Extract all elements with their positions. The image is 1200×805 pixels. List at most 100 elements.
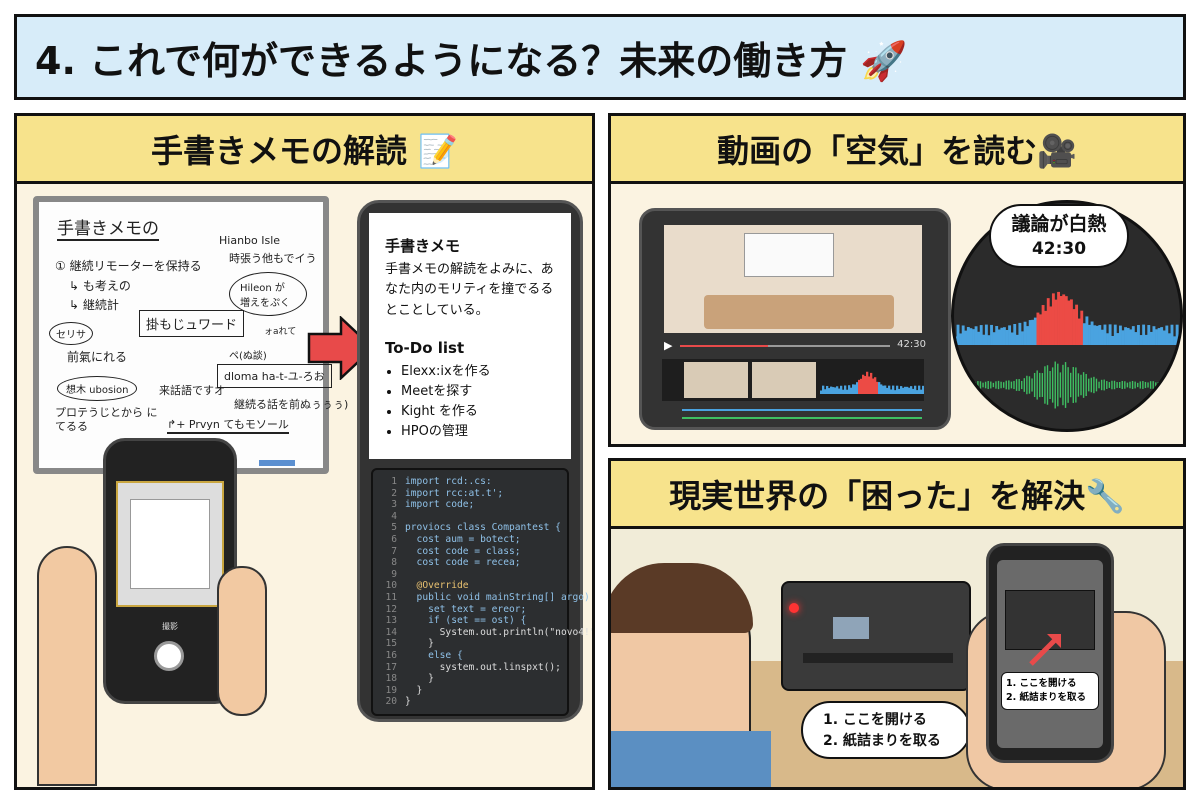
wb-text: ペ(ぬ談) [229, 351, 267, 362]
waveform-bar [1000, 327, 1004, 345]
panel-video: 動画の「空気」を読む🎥 ▶ 42:30 議論が白熱 42:30 [608, 113, 1186, 447]
waveform-bar [1175, 382, 1178, 388]
waveform-bar [836, 386, 839, 394]
waveform-bar [1085, 316, 1089, 345]
arrow-up-icon [1029, 634, 1061, 666]
waveform-bar [1031, 319, 1035, 345]
smartphone[interactable]: 撮影 [103, 438, 237, 704]
waveform-bar [1070, 372, 1072, 398]
wb-text: 時張う他もでイう [229, 252, 317, 265]
ar-camera-view: 1. ここを開ける 2. 紙詰まりを取る [997, 560, 1103, 748]
waveform-bar [1175, 324, 1179, 345]
printer[interactable] [781, 581, 971, 691]
waveform-bar [1108, 382, 1111, 388]
code-line: 13 if (set == ost) { [385, 615, 527, 627]
waveform-bar [1010, 381, 1013, 389]
waveform-bar [1075, 367, 1077, 403]
code-line: 20} [385, 696, 411, 708]
waveform-bar [974, 326, 978, 345]
waveform-bar [1155, 329, 1158, 345]
waveform-bar [856, 382, 859, 394]
code-line: 16 else { [385, 649, 463, 661]
waveform-bar [1103, 324, 1107, 345]
code-line: 8 cost code = recea; [391, 557, 521, 569]
waveform-bar [900, 386, 903, 394]
waveform-bar [1023, 378, 1025, 392]
waveform-bar [969, 381, 971, 389]
note-title: 手書きメモ [385, 237, 461, 255]
waveform-bar [866, 371, 869, 394]
play-icon[interactable]: ▶ [664, 339, 673, 352]
waveform-bar [1077, 318, 1081, 345]
waveform-bar [1072, 367, 1074, 403]
waveform-bar [826, 385, 829, 394]
code-line: 10 @Override [385, 580, 469, 592]
waveform-bar [1041, 373, 1044, 397]
waveform-bar [1026, 326, 1030, 345]
waveform-bar [1098, 381, 1100, 389]
waveform-bar [1044, 366, 1046, 404]
code-line: 11 public void mainString[] argo) { [385, 591, 595, 603]
waveform-bar [822, 385, 825, 394]
waveform-bar [979, 381, 982, 389]
todo-list: Elexx:ixを作る Meetを探す Kight を作る HPOの管理 [385, 362, 555, 443]
waveform-bar [1108, 324, 1112, 345]
code-line: 4 [391, 510, 397, 522]
waveform-bar [956, 324, 960, 345]
waveform-bar [1067, 300, 1071, 345]
waveform-bar [890, 389, 893, 394]
code-line: 17 system.out.linspxt(); [385, 661, 561, 673]
progress-bar[interactable] [680, 345, 890, 347]
waveform-bar [1088, 378, 1090, 392]
timeline-track[interactable] [662, 359, 924, 401]
waveform-bar [1028, 320, 1032, 345]
shutter-button[interactable] [154, 641, 184, 671]
wb-text: ↳ も考えの [69, 279, 131, 293]
waveform-bar [1106, 333, 1109, 345]
waveform-bar [1062, 364, 1064, 406]
waveform-bar [830, 386, 833, 394]
waveform-bar [1167, 333, 1171, 345]
waveform-bar [959, 333, 963, 345]
waveform-bar [1018, 379, 1020, 391]
waveform-bar [1021, 380, 1023, 390]
waveform-bar [1178, 333, 1180, 345]
waveform-bar [844, 385, 847, 394]
waveform-bar [1152, 381, 1154, 389]
code-line: 18 } [385, 673, 434, 685]
panel-header: 動画の「空気」を読む🎥 [611, 116, 1183, 184]
meeting-video[interactable] [664, 225, 922, 333]
waveform-bar [961, 325, 965, 345]
waveform-bar [1121, 380, 1123, 390]
waveform-bar [1036, 312, 1040, 345]
hand [37, 546, 97, 786]
waveform-bar [995, 326, 999, 345]
waveform-bar [1090, 321, 1094, 345]
waveform-bar [974, 382, 977, 388]
waveform-bar [914, 385, 917, 394]
waveform-bar [1160, 327, 1164, 345]
waveform-bar [1162, 381, 1165, 389]
waveform-bar [1049, 370, 1051, 400]
waveform-bar [1095, 378, 1098, 392]
thumbnail [752, 362, 816, 398]
waveform-bar [868, 376, 871, 394]
waveform-bar [1021, 331, 1024, 345]
panel-header: 現実世界の「困った」を解決🔧 [611, 461, 1183, 529]
audio-track [682, 409, 922, 411]
waveform-bar [1162, 330, 1166, 345]
waveform-bar [1031, 378, 1033, 392]
waveform-bar [984, 381, 987, 389]
waveform-bar [1152, 326, 1156, 345]
waveform-bar [1026, 375, 1028, 395]
waveform-bar [832, 387, 835, 394]
wb-text: 来話語ですオ [159, 384, 225, 397]
waveform-bar [850, 387, 853, 394]
waveform-bar [898, 388, 901, 394]
waveform-bar [858, 379, 861, 394]
waveform-bar [1144, 334, 1148, 345]
waveform-bar [979, 325, 983, 345]
waveform-bar [1142, 381, 1144, 389]
smartphone[interactable]: 1. ここを開ける 2. 紙詰まりを取る [986, 543, 1114, 763]
